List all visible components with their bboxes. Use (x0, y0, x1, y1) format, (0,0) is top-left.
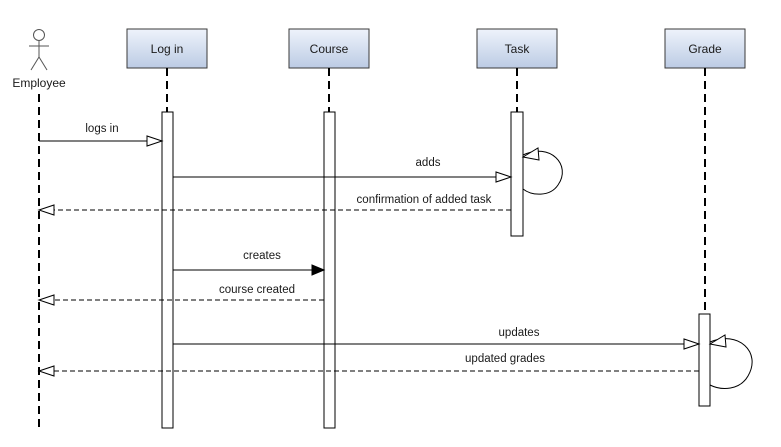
lifeline-label: Course (310, 42, 349, 56)
message-updates: updates (173, 327, 701, 350)
open-arrowhead-icon (495, 171, 513, 183)
open-arrowhead-icon (683, 338, 701, 350)
message-updated-grades: updated grades (37, 353, 699, 377)
open-arrowhead-icon (146, 135, 164, 147)
message-adds: adds (173, 157, 513, 183)
open-arrowhead-icon (37, 204, 55, 216)
open-arrowhead-icon (708, 334, 727, 348)
login-activation-bar (161, 111, 174, 429)
open-arrowhead-icon (37, 294, 55, 306)
message-label: creates (243, 250, 281, 262)
lifeline-header-task: Task (476, 28, 558, 69)
lifeline-label: Task (505, 42, 531, 56)
open-arrowhead-icon (37, 365, 55, 377)
message-course-created: course created (37, 284, 324, 306)
open-arrowhead-icon (521, 147, 540, 161)
course-activation-bar (323, 111, 336, 429)
message-label: logs in (85, 123, 118, 135)
message-confirmation: confirmation of added task (37, 194, 511, 216)
grade-activation-bar (698, 313, 711, 407)
lifeline-header-login: Log in (126, 28, 208, 69)
message-label: adds (416, 157, 441, 169)
lifeline-header-course: Course (288, 28, 370, 69)
lifeline-label: Grade (688, 42, 722, 56)
message-label: course created (219, 284, 295, 296)
task-self-call (521, 147, 563, 195)
lifeline-label: Log in (151, 42, 184, 56)
task-activation-bar (510, 111, 524, 237)
employee-actor: Employee (12, 29, 66, 90)
message-label: updates (499, 327, 540, 339)
actor-label: Employee (12, 76, 66, 90)
message-logs-in: logs in (39, 123, 164, 147)
message-creates: creates (173, 250, 326, 276)
message-label: confirmation of added task (357, 194, 492, 206)
filled-arrowhead-icon (311, 264, 326, 276)
lifeline-header-grade: Grade (664, 28, 746, 69)
actor-head-icon (33, 29, 45, 41)
grade-self-call (708, 334, 753, 389)
message-label: updated grades (465, 353, 545, 365)
